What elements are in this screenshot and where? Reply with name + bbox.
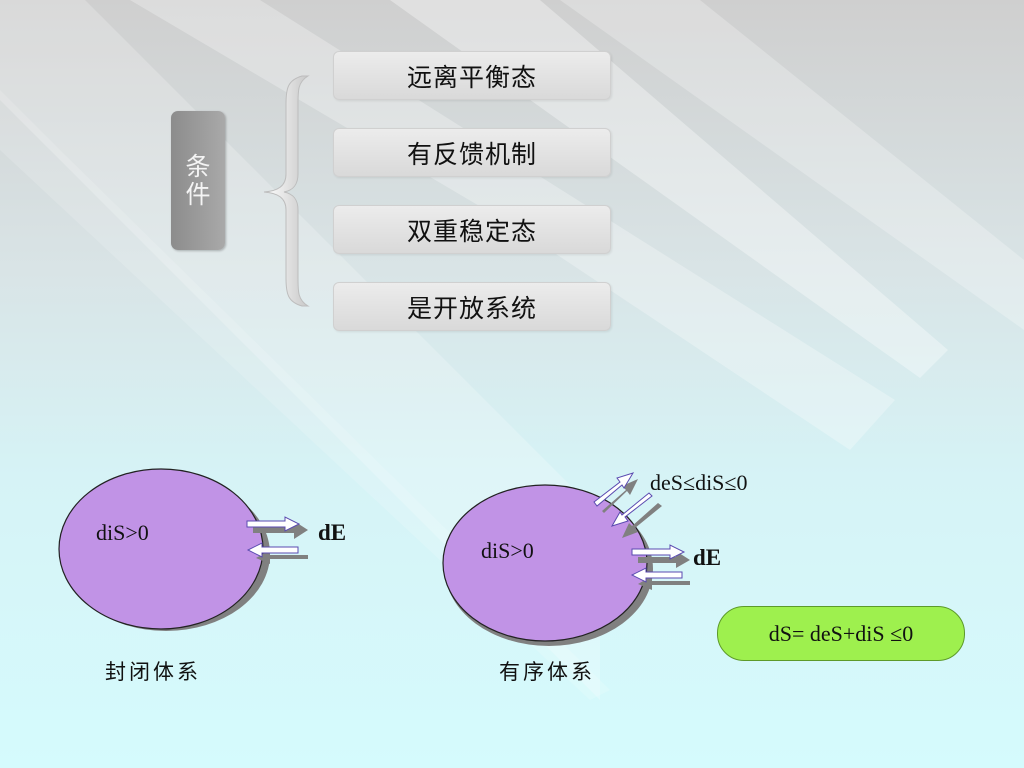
ordered-system-ellipse (442, 484, 648, 642)
conditions-label-char-2: 件 (185, 179, 211, 209)
condition-dual-stable-state: 双重稳定态 (333, 205, 611, 254)
entropy-flow-label: deS≤diS≤0 (650, 470, 748, 495)
conditions-label-char-1: 条 (185, 151, 211, 181)
condition-open-system: 是开放系统 (333, 282, 611, 331)
ordered-system-internal-label: diS>0 (481, 538, 534, 563)
entropy-formula: dS= deS+diS ≤0 (717, 606, 965, 661)
closed-system-arrow-in (246, 542, 308, 564)
closed-system-internal-label: diS>0 (96, 520, 149, 545)
ordered-system-arrow-out (631, 544, 690, 568)
ordered-system-arrow-diag-out (593, 472, 638, 513)
condition-far-from-equilibrium: 远离平衡态 (333, 51, 611, 100)
ordered-system-energy-label: dE (693, 545, 722, 570)
ordered-system-caption: 有序体系 (499, 660, 595, 684)
closed-system-arrow-out (246, 516, 308, 539)
closed-system-ellipse (58, 468, 264, 630)
ordered-system-arrow-in (630, 567, 690, 590)
ordered-system-arrow-diag-in (610, 492, 662, 538)
closed-system-caption: 封闭体系 (105, 660, 201, 684)
condition-feedback-mechanism: 有反馈机制 (333, 128, 611, 177)
closed-system-energy-label: dE (318, 520, 347, 545)
conditions-label: 条 件 (171, 111, 225, 250)
curly-brace (263, 75, 310, 307)
